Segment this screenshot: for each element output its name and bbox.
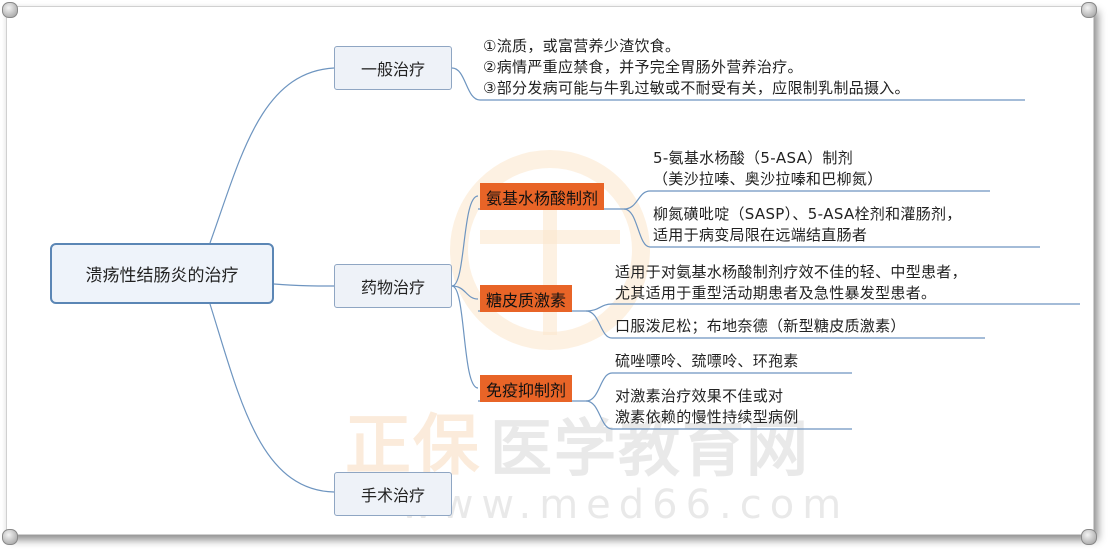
immunosuppressant-item: 对激素治疗效果不佳或对 激素依赖的慢性持续型病例	[615, 387, 799, 426]
immunosuppressant-item: 硫唑嘌呤、巯嘌呤、环孢素	[615, 352, 799, 370]
watermark-site-name: 医学教育网	[490, 412, 811, 485]
link-drug-corticosteroid	[451, 285, 479, 300]
aminosalicylate-item: 5-氨基水杨酸（5-ASA）制剂 （美沙拉嗪、奥沙拉嗪和巴柳氮）	[653, 149, 883, 188]
link-drug-aminosalicylate	[451, 195, 479, 287]
pin-icon	[1081, 529, 1097, 545]
drug-class-immunosuppressant: 免疫抑制剂	[480, 375, 573, 402]
watermark-brand: 正保	[345, 407, 481, 484]
general-note: ②病情严重应禁食，并予完全胃肠外营养治疗。	[483, 58, 803, 76]
branch-general-treatment: 一般治疗	[334, 46, 452, 90]
pin-icon	[2, 529, 18, 545]
watermark-url: www.med66.com	[400, 482, 850, 528]
corticosteroid-item: 口服泼尼松；布地奈德（新型糖皮质激素）	[615, 317, 906, 335]
link-drug-immunosuppressant	[451, 285, 479, 389]
pin-icon	[1081, 2, 1097, 18]
pin-icon	[2, 2, 18, 18]
root-node: 溃疡性结肠炎的治疗	[50, 243, 274, 304]
aminosalicylate-item: 柳氮磺吡啶（SASP）、5-ASA栓剂和灌肠剂， 适用于病变局限在远端结直肠者	[653, 205, 962, 244]
drug-class-aminosalicylate: 氨基水杨酸制剂	[480, 183, 605, 210]
link-root-surgery	[209, 303, 335, 493]
branch-drug-treatment: 药物治疗	[334, 264, 452, 308]
drug-class-corticosteroid: 糖皮质激素	[480, 285, 573, 312]
branch-surgical-treatment: 手术治疗	[334, 472, 452, 516]
link-root-general	[209, 67, 335, 244]
corticosteroid-item: 适用于对氨基水杨酸制剂疗效不佳的轻、中型患者， 尤其适用于重型活动期患者及急性暴…	[615, 263, 967, 302]
general-note: ③部分发病可能与牛乳过敏或不耐受有关，应限制乳制品摄入。	[483, 79, 910, 97]
general-note: ①流质，或富营养少渣饮食。	[483, 37, 681, 55]
link-general-notes	[451, 67, 481, 101]
link-root-drug	[273, 283, 335, 287]
